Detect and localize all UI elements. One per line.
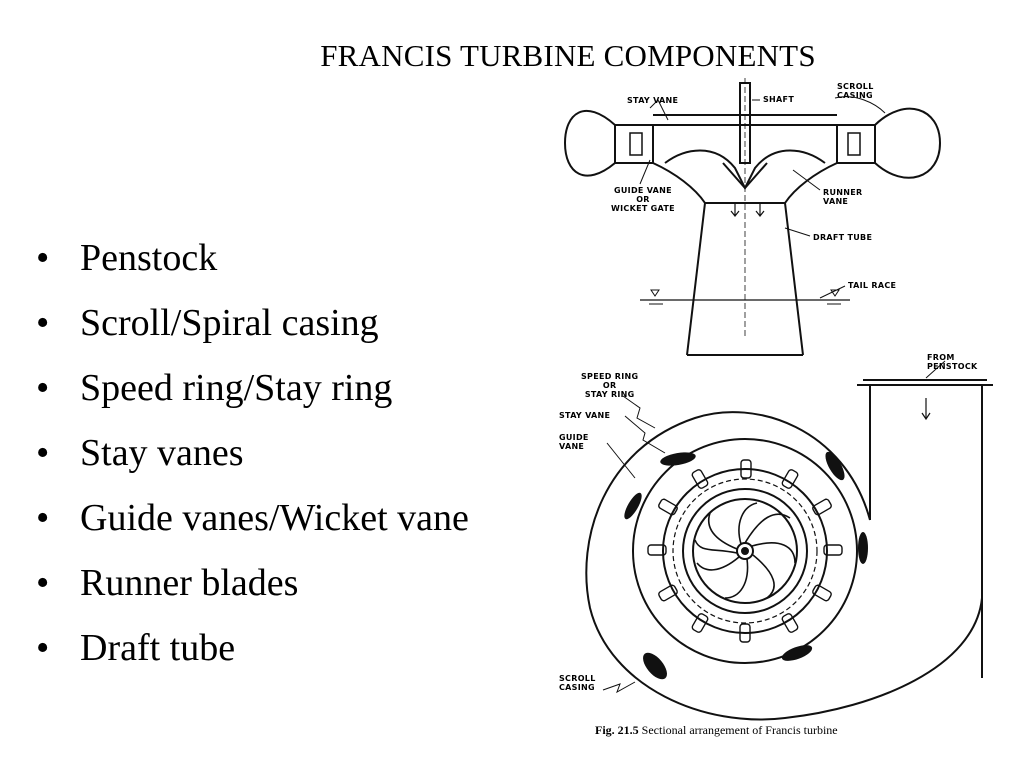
list-item: • Guide vanes/Wicket vane — [36, 486, 469, 551]
bullet-dot: • — [36, 302, 50, 344]
francis-turbine-figure: STAY VANE SHAFT SCROLL CASING GUIDE VANE… — [545, 78, 1015, 750]
label-scroll-casing-bottom: SCROLL CASING — [559, 674, 596, 692]
list-item: • Speed ring/Stay ring — [36, 356, 469, 421]
list-item-text: Speed ring/Stay ring — [80, 367, 393, 409]
list-item: • Stay vanes — [36, 421, 469, 486]
spiral-casing — [585, 411, 983, 721]
list-item-text: Penstock — [80, 237, 218, 279]
stay-ring-left — [614, 124, 654, 164]
figure-caption: Fig. 21.5 Sectional arrangement of Franc… — [595, 723, 838, 738]
speed-ring — [632, 438, 858, 664]
list-item-text: Draft tube — [80, 627, 236, 669]
runner-blades — [694, 502, 796, 599]
label-stay-vane-bottom: STAY VANE — [559, 411, 611, 420]
label-stay-vane-top: STAY VANE — [627, 96, 679, 105]
runner — [692, 498, 798, 604]
turbine-drawing — [563, 78, 993, 721]
bullet-dot: • — [36, 237, 50, 279]
plan-view — [585, 379, 993, 721]
list-item: • Runner blades — [36, 551, 469, 616]
penstock-inlet — [869, 385, 983, 678]
bullet-dot: • — [36, 627, 50, 669]
slide-title: FRANCIS TURBINE COMPONENTS — [320, 38, 816, 73]
list-item: • Scroll/Spiral casing — [36, 291, 469, 356]
bullet-dot: • — [36, 562, 50, 604]
list-item-text: Stay vanes — [80, 432, 244, 474]
list-item-text: Guide vanes/Wicket vane — [80, 497, 469, 539]
guide-vanes — [647, 459, 843, 643]
list-item-text: Scroll/Spiral casing — [80, 302, 379, 344]
bullet-dot: • — [36, 432, 50, 474]
stay-ring-circle — [662, 468, 828, 634]
caption-number: Fig. 21.5 — [595, 723, 639, 737]
label-guide-vane-bottom: GUIDE VANE — [559, 433, 589, 451]
list-item-text: Runner blades — [80, 562, 299, 604]
component-list: • Penstock • Scroll/Spiral casing • Speed r… — [36, 226, 469, 681]
scroll-casing-right — [874, 107, 942, 179]
scroll-casing-left — [563, 110, 616, 177]
label-speed-ring: SPEED RING OR STAY RING — [581, 372, 639, 399]
stay-vanes — [624, 451, 868, 680]
bullet-dot: • — [36, 497, 50, 539]
stay-ring-right — [836, 124, 876, 164]
bullet-dot: • — [36, 367, 50, 409]
caption-text: Sectional arrangement of Francis turbine — [641, 723, 838, 737]
label-scroll-casing-top: SCROLL CASING — [837, 82, 874, 100]
sectional-view — [563, 78, 942, 356]
label-shaft: SHAFT — [763, 95, 795, 104]
label-guide-vane-top: GUIDE VANE OR WICKET GATE — [611, 186, 675, 213]
label-draft-tube: DRAFT TUBE — [813, 233, 873, 242]
list-item: • Penstock — [36, 226, 469, 291]
label-runner-vane: RUNNER VANE — [823, 188, 863, 206]
label-tail-race: TAIL RACE — [848, 281, 897, 290]
list-item: • Draft tube — [36, 616, 469, 681]
draft-tube — [686, 202, 804, 356]
label-from-penstock: FROM PENSTOCK — [927, 353, 978, 371]
